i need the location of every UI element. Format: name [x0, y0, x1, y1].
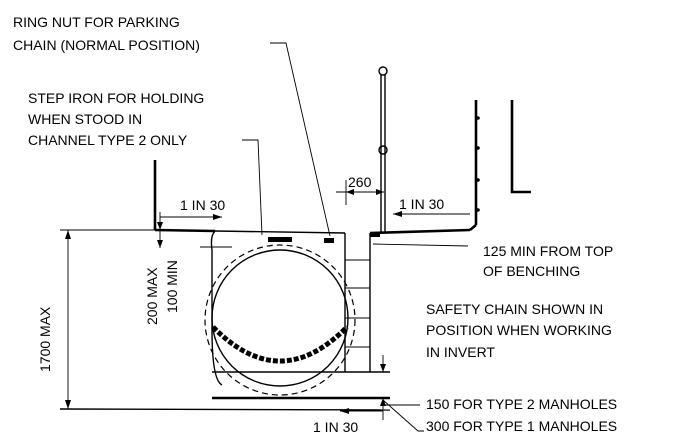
chain-anchor: [370, 232, 380, 237]
type2-manholes-label: 150 FOR TYPE 2 MANHOLES: [426, 396, 617, 412]
safety-chain-label-line3: IN INVERT: [426, 344, 495, 360]
safety-chain-label-line2: POSITION WHEN WORKING: [426, 322, 612, 338]
step-iron-label-line3: CHANNEL TYPE 2 ONLY: [28, 132, 188, 148]
dimension-lines: [60, 180, 470, 420]
dim-100-min-label: 100 MIN: [164, 260, 180, 313]
gradient-left-label: 1 IN 30: [180, 197, 225, 213]
leader-lines: [242, 42, 469, 432]
dim-260-label: 260: [348, 174, 372, 190]
safety-chain: [211, 325, 349, 364]
ring-nut-label-line2: CHAIN (NORMAL POSITION): [13, 37, 200, 53]
safety-chain-label-line1: SAFETY CHAIN SHOWN IN: [426, 301, 603, 317]
ring-nut-label-line1: RING NUT FOR PARKING: [13, 14, 180, 30]
gradient-bottom-label: 1 IN 30: [313, 419, 358, 435]
benching-label-line1: 125 MIN FROM TOP: [483, 243, 613, 259]
manhole-walls: [153, 100, 531, 235]
handrail-post: [378, 66, 388, 232]
step-iron-label-line1: STEP IRON FOR HOLDING: [28, 90, 204, 106]
ring-nut: [324, 238, 334, 243]
pipe-section: [204, 244, 356, 396]
benching-label-line2: OF BENCHING: [483, 263, 580, 279]
type1-manholes-label: 300 FOR TYPE 1 MANHOLES: [426, 418, 617, 434]
dim-200-max-label: 200 MAX: [144, 267, 160, 325]
gradient-right-label: 1 IN 30: [399, 196, 444, 212]
fittings: [268, 232, 380, 243]
step-iron: [268, 237, 292, 242]
dim-1700-max-label: 1700 MAX: [37, 306, 53, 372]
step-iron-label-line2: WHEN STOOD IN: [28, 111, 142, 127]
channel-profile: [59, 230, 391, 411]
